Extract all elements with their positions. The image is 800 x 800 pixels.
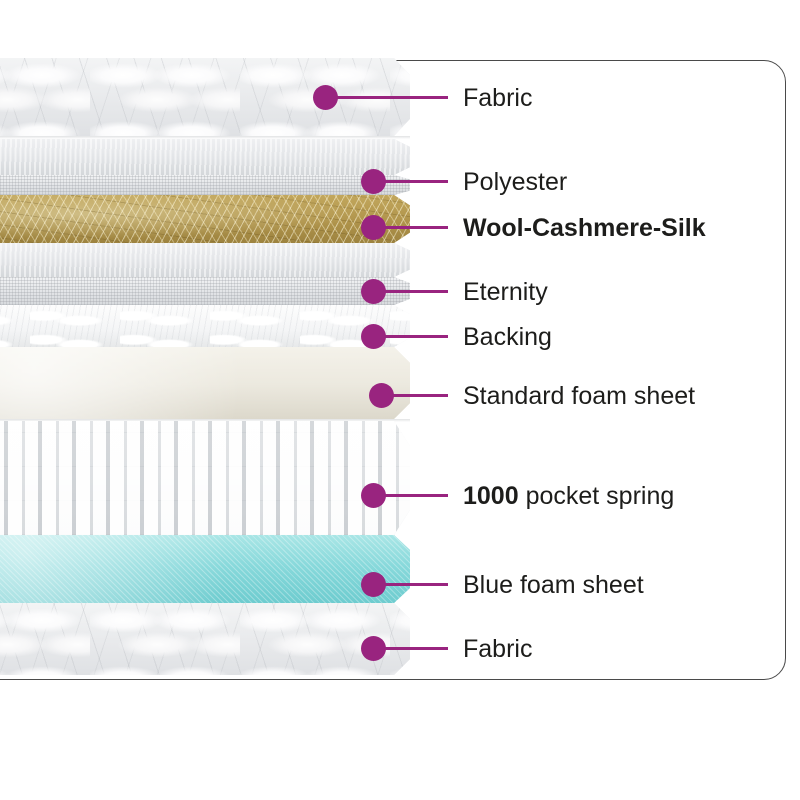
leader-line-backing: [378, 335, 448, 338]
label-backing: Backing: [463, 323, 552, 351]
label-pocket-spring: 1000 pocket spring: [463, 482, 674, 510]
marker-dot-backing[interactable]: [361, 324, 386, 349]
layer-blue-foam: [0, 535, 410, 603]
layer-polyester-weave: [0, 175, 410, 195]
leader-line-fabric-base: [378, 647, 448, 650]
marker-dot-polyester[interactable]: [361, 169, 386, 194]
marker-dot-wool[interactable]: [361, 215, 386, 240]
leader-line-fabric-top: [330, 96, 448, 99]
layer-standard-foam: [0, 347, 410, 419]
marker-dot-pocket-spring[interactable]: [361, 483, 386, 508]
leader-line-wool: [378, 226, 448, 229]
layer-polyester: [0, 139, 410, 175]
label-pocket-spring-text: pocket spring: [518, 482, 675, 510]
layer-wool-cashmere-silk: [0, 195, 410, 243]
leader-line-blue-foam: [378, 583, 448, 586]
layer-pocket-spring: [0, 421, 410, 535]
label-eternity: Eternity: [463, 278, 548, 306]
label-standard-foam: Standard foam sheet: [463, 382, 696, 410]
label-fabric-base: Fabric: [463, 635, 533, 663]
marker-dot-blue-foam[interactable]: [361, 572, 386, 597]
layer-fabric-top: [0, 58, 410, 136]
marker-dot-fabric-top[interactable]: [313, 85, 338, 110]
leader-line-polyester: [378, 180, 448, 183]
label-fabric-top: Fabric: [463, 84, 533, 112]
leader-line-standard-foam: [386, 394, 448, 397]
label-wool: Wool-Cashmere-Silk: [463, 214, 706, 242]
layer-fabric-base: [0, 603, 410, 675]
leader-line-pocket-spring: [378, 494, 448, 497]
layer-eternity-weave: [0, 277, 410, 305]
label-polyester: Polyester: [463, 168, 568, 196]
marker-dot-standard-foam[interactable]: [369, 383, 394, 408]
label-blue-foam: Blue foam sheet: [463, 571, 644, 599]
layer-eternity: [0, 243, 410, 277]
marker-dot-fabric-base[interactable]: [361, 636, 386, 661]
label-pocket-spring-count: 1000: [463, 482, 519, 510]
layer-backing: [0, 305, 410, 347]
leader-line-eternity: [378, 290, 448, 293]
marker-dot-eternity[interactable]: [361, 279, 386, 304]
mattress-illustration: [0, 0, 420, 680]
